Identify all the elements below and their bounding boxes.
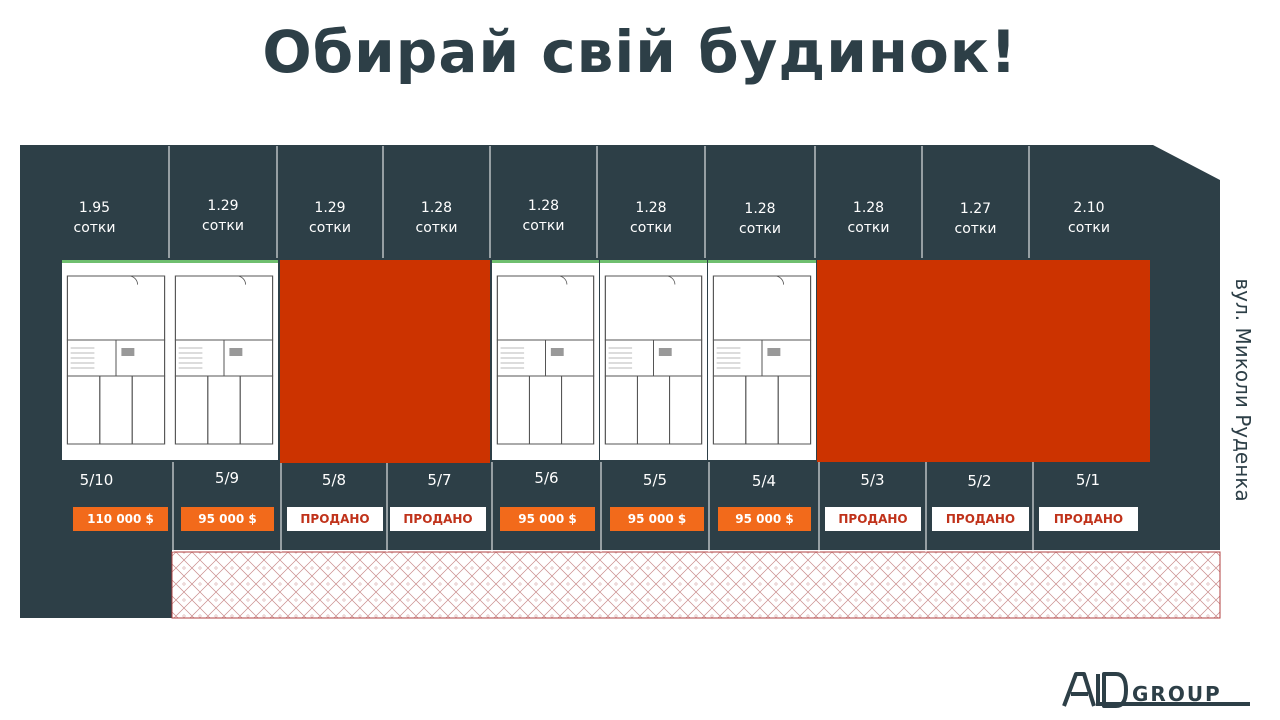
plot-area-label: 1.28 сотки <box>383 198 490 238</box>
sold-badge: ПРОДАНО <box>287 507 383 531</box>
sold-badge: ПРОДАНО <box>932 507 1029 531</box>
plot-area-unit: сотки <box>522 218 565 234</box>
floor-plan <box>170 260 278 460</box>
plot-area-label: 2.10 сотки <box>1029 198 1149 238</box>
lot-number: 5/8 <box>321 471 347 489</box>
sold-badge: ПРОДАНО <box>390 507 486 531</box>
lot-number: 5/6 <box>534 469 559 487</box>
svg-text:GROUP: GROUP <box>1132 682 1222 706</box>
lot-number: 5/7 <box>427 471 452 489</box>
plot-area-label: 1.29 сотки <box>277 198 383 238</box>
plot-area-label: 1.27 сотки <box>922 199 1029 239</box>
page-title: Обирай свій будинок! <box>262 18 1018 86</box>
plot-area-value: 1.28 <box>527 198 560 214</box>
price-badge[interactable]: 95 000 $ <box>181 507 274 531</box>
price-badge[interactable]: 110 000 $ <box>73 507 168 531</box>
plot-area-value: 1.28 <box>852 200 885 216</box>
plot-area-value: 1.29 <box>314 200 346 216</box>
plot-area-unit: сотки <box>1068 220 1110 236</box>
plot-area-value: 1.28 <box>635 200 667 216</box>
lot-number: 5/3 <box>860 471 885 489</box>
plot-area-unit: сотки <box>415 220 458 236</box>
paving-strip <box>171 551 1221 619</box>
plot-area-value: 1.28 <box>420 200 453 216</box>
sold-badge: ПРОДАНО <box>1039 507 1138 531</box>
sold-block-5-8-5-7 <box>280 260 490 463</box>
plot-area-unit: сотки <box>847 220 890 236</box>
plot-area-unit: сотки <box>73 220 116 236</box>
plot-area-unit: сотки <box>202 218 244 234</box>
street-label: вул. Миколи Руденка <box>1231 278 1255 502</box>
lot-number: 5/2 <box>967 472 992 490</box>
plot-area-value: 1.29 <box>207 198 239 214</box>
plot-area-unit: сотки <box>309 220 351 236</box>
floor-plans <box>62 260 816 460</box>
price-badge[interactable]: 95 000 $ <box>610 507 704 531</box>
plot-area-label: 1.28 сотки <box>815 198 922 238</box>
aid-group-logo: GROUP <box>1062 672 1250 708</box>
sold-block-5-3-5-1 <box>817 260 1150 462</box>
plot-area-value: 1.27 <box>959 201 992 217</box>
sold-badge: ПРОДАНО <box>825 507 921 531</box>
floor-plan <box>600 260 707 460</box>
floor-plan <box>492 260 599 460</box>
floor-plan <box>708 260 816 460</box>
price-badge[interactable]: 95 000 $ <box>500 507 595 531</box>
plot-area-label: 1.28 сотки <box>597 198 705 238</box>
lot-number: 5/9 <box>214 469 240 487</box>
plot-area-label: 1.28 сотки <box>490 196 597 236</box>
plot-area-label: 1.28 сотки <box>705 199 815 239</box>
plot-area-label: 1.95 сотки <box>20 198 169 238</box>
lot-number: 5/10 <box>79 471 114 489</box>
plot-area-value: 1.28 <box>744 201 776 217</box>
plot-area-unit: сотки <box>954 221 997 237</box>
plot-area-value: 2.10 <box>1073 200 1105 216</box>
lot-number: 5/1 <box>1075 471 1101 489</box>
lot-number: 5/5 <box>642 471 668 489</box>
lot-number: 5/4 <box>751 472 777 490</box>
price-badge[interactable]: 95 000 $ <box>718 507 811 531</box>
plot-area-unit: сотки <box>739 221 781 237</box>
plot-area-unit: сотки <box>630 220 672 236</box>
floor-plan <box>62 260 170 460</box>
plot-area-label: 1.29 сотки <box>169 196 277 236</box>
plot-area-value: 1.95 <box>78 200 111 216</box>
